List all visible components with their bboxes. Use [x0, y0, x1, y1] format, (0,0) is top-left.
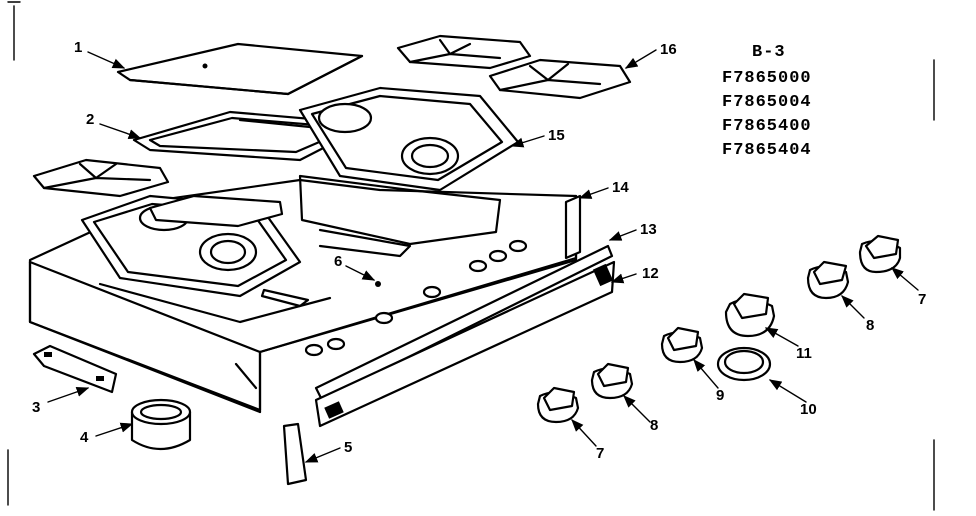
part-15-burner-box [298, 86, 520, 192]
model-number-4: F7865404 [722, 141, 812, 160]
knob-8-left [590, 362, 634, 400]
callout-15: 15 [548, 127, 565, 144]
leader-arrows [47, 49, 919, 463]
part-3-bracket [32, 344, 118, 394]
part-14-side-bracket [564, 194, 582, 260]
callout-9: 9 [716, 387, 724, 404]
callout-1: 1 [74, 39, 82, 56]
model-number-2: F7865004 [722, 93, 812, 112]
callout-2: 2 [86, 111, 94, 128]
callout-12: 12 [642, 265, 659, 282]
callout-11: 11 [796, 345, 812, 362]
left-burner-grate [32, 158, 170, 198]
scan-edge-marks [7, 1, 935, 511]
knob-7-right [858, 234, 902, 274]
callout-6: 6 [334, 253, 342, 270]
callout-14: 14 [612, 179, 629, 196]
callout-5: 5 [344, 439, 352, 456]
model-header: B-3 [752, 43, 786, 62]
knob-11 [724, 292, 776, 338]
callout-8-left: 8 [650, 417, 658, 434]
model-number-1: F7865000 [722, 69, 812, 88]
knob-7-left [536, 386, 580, 424]
model-number-block: B-3 F7865000 F7865004 F7865400 F7865404 [722, 43, 812, 160]
callout-10: 10 [800, 401, 817, 418]
callout-4: 4 [80, 429, 89, 446]
knob-10-bezel [716, 346, 772, 382]
callout-7-right: 7 [918, 291, 926, 308]
part-16-burner-grates [396, 34, 632, 100]
knob-9 [660, 326, 704, 364]
part-4-burner-cup [130, 398, 192, 450]
callout-3: 3 [32, 399, 40, 416]
knob-8-right [806, 260, 850, 300]
part-12-13-control-trim [314, 244, 616, 428]
callout-16: 16 [660, 41, 677, 58]
part-5-leg [282, 422, 308, 486]
part-1-top-cover [116, 42, 364, 96]
callout-8-right: 8 [866, 317, 874, 334]
callout-numbers: 1 2 3 4 5 6 7 7 8 8 9 10 11 12 13 14 15 … [32, 39, 926, 462]
model-number-3: F7865400 [722, 117, 812, 136]
cooktop-body [28, 174, 578, 414]
callout-13: 13 [640, 221, 657, 238]
callout-7-left: 7 [596, 445, 604, 462]
